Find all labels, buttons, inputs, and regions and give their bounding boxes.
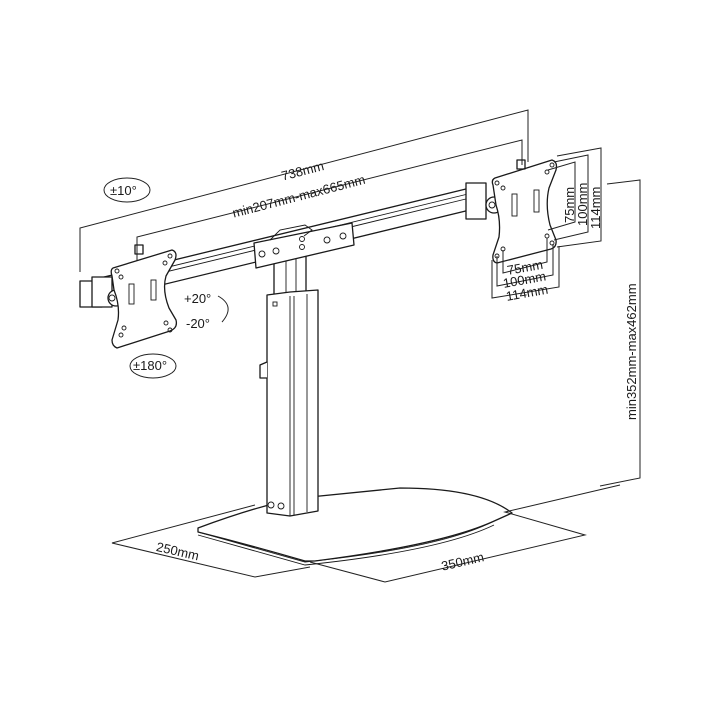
right-vesa-plate [465,159,558,264]
rotation-arrows [103,177,229,379]
tilt-up-label: +20° [184,291,212,306]
base-dimension-lines [111,484,621,583]
rotate-label: ±180° [133,358,168,373]
height-dimension-line [599,179,641,487]
width-dimension-lines [79,109,529,272]
height-label: min352mm-max462mm [624,283,639,420]
swivel-label: ±10° [110,183,137,198]
column [259,249,319,517]
left-vesa-plate [79,244,178,349]
tilt-down-label: -20° [186,316,210,331]
vesa-dimension-lines [491,147,602,299]
vesa-vertical-114: 114mm [588,186,603,229]
